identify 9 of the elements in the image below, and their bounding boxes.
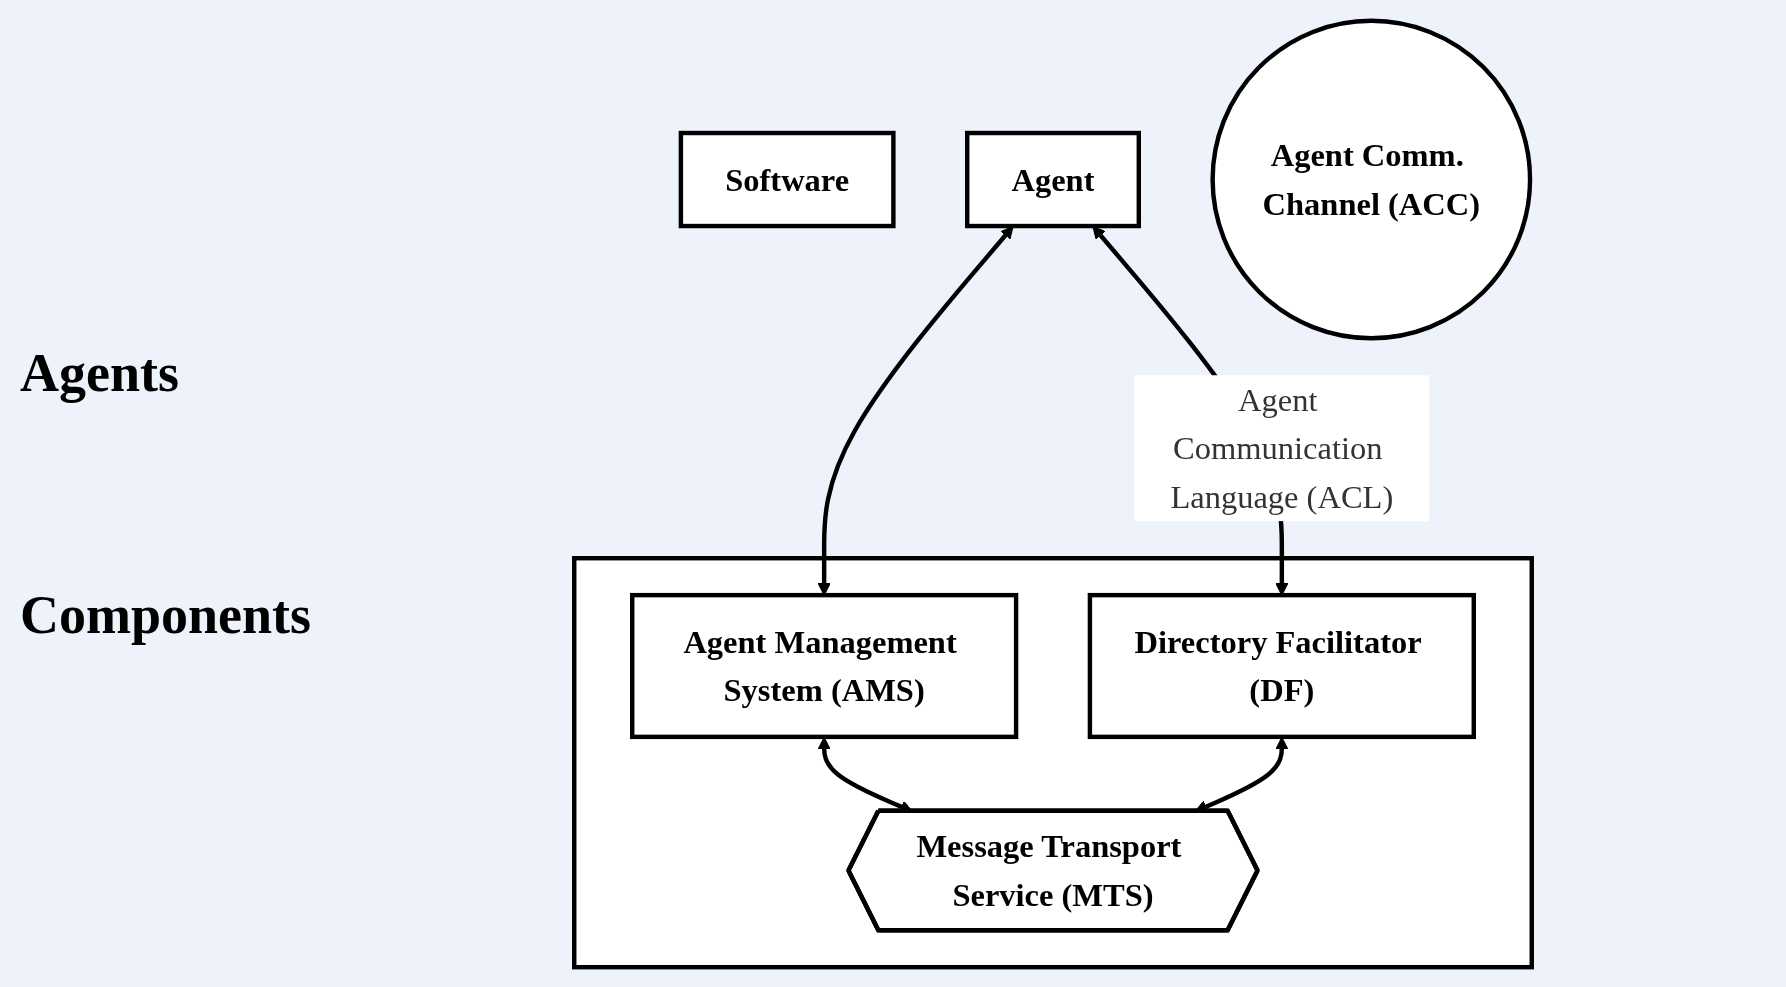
side-label: Components — [20, 583, 313, 646]
edge-label: Agent Communication Language (ACL) — [1170, 380, 1394, 515]
node-circle: Agent Comm. Channel (ACC) — [1210, 18, 1533, 340]
node-box: Agent — [965, 130, 1141, 228]
node-box: Directory Facilitator (DF) — [1087, 592, 1476, 739]
node-box: Software — [678, 130, 896, 228]
side-label: Agents — [20, 341, 180, 404]
node-box: Agent Management System (AMS) — [630, 592, 1019, 739]
cluster — [572, 555, 1534, 969]
